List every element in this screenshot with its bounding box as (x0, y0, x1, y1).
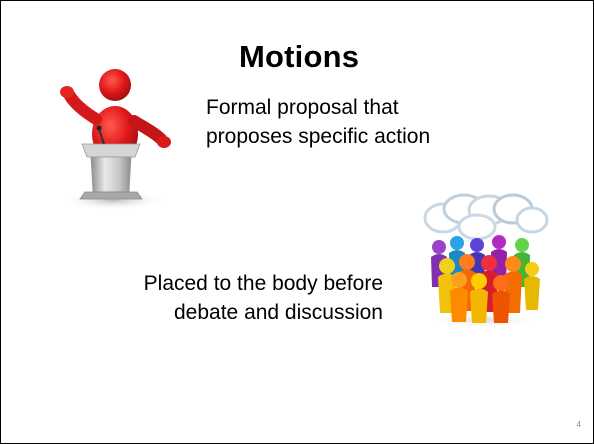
people-discussion-icon (423, 193, 549, 328)
point-formal-proposal-text: Formal proposal that proposes specific a… (206, 96, 431, 148)
page-number: 4 (576, 420, 581, 429)
point-placed-before-debate-text: Placed to the body before debate and dis… (143, 272, 383, 324)
point-formal-proposal: Formal proposal that proposes specific a… (206, 93, 430, 151)
point-placed-before-debate: Placed to the body before debate and dis… (105, 269, 383, 327)
slide-title: Motions (239, 39, 360, 74)
speaker-at-podium-icon (60, 69, 171, 210)
